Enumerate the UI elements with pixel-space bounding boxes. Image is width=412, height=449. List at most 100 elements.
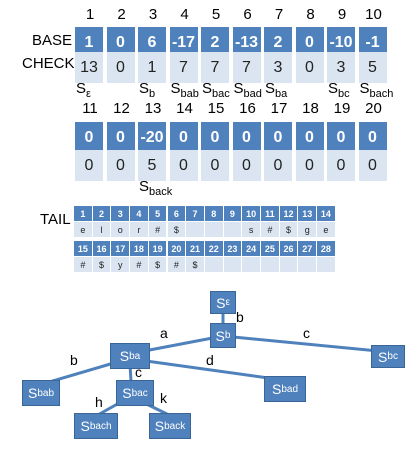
tail-index-cell: 25 — [261, 241, 280, 256]
edge-label-bac_bach: h — [95, 394, 103, 410]
check-cell: 5 — [358, 52, 389, 83]
check-cell: 0 — [295, 52, 326, 83]
tail-value-cell — [298, 257, 318, 272]
tail-value-cell: $ — [167, 222, 187, 237]
array-index: 16 — [239, 100, 256, 117]
array-index: 9 — [337, 6, 347, 23]
check-cell: 7 — [232, 52, 263, 83]
check-cell: 0 — [169, 150, 200, 181]
check-row-label: CHECK — [22, 55, 75, 72]
tail-value-cell — [261, 257, 280, 272]
tail-index-cell: 20 — [167, 241, 187, 256]
tail-index-cell: 6 — [167, 206, 187, 221]
tail-index-cell: 22 — [204, 241, 224, 256]
base-cell: 0 — [232, 122, 263, 153]
tail-value-cell — [204, 257, 224, 272]
edge-b-ba — [138, 334, 224, 354]
array-index: 14 — [176, 100, 193, 117]
array-index: 20 — [365, 100, 382, 117]
tail-index-cell: 2 — [92, 206, 112, 221]
check-cell: 0 — [264, 150, 294, 181]
edge-label-ba_bab: b — [70, 352, 78, 368]
array-index: 8 — [306, 6, 315, 23]
tail-value-cell: e — [317, 222, 336, 237]
array-index: 11 — [82, 100, 98, 117]
base-cell: 0 — [358, 122, 389, 153]
tail-value-cell: r — [130, 222, 149, 237]
tail-value-cell — [204, 222, 224, 237]
state-label: Sε — [76, 80, 91, 100]
edge-label-ba_bac: c — [135, 364, 142, 380]
array-index: 7 — [274, 6, 284, 23]
check-cell: 0 — [358, 150, 389, 181]
tail-value-cell: l — [92, 222, 112, 237]
array-index: 2 — [117, 6, 126, 23]
array-index: 6 — [243, 6, 252, 23]
tail-index-cell: 8 — [204, 206, 224, 221]
state-label: Sbc — [328, 80, 350, 100]
array-index: 10 — [365, 6, 382, 23]
state-label: Sb — [139, 80, 156, 100]
tail-index-cell: 1 — [74, 206, 93, 221]
tail-value-cell: $ — [148, 257, 168, 272]
tail-index-cell: 5 — [148, 206, 168, 221]
base-cell: 0 — [327, 122, 357, 153]
state-label: Sbab — [170, 80, 199, 100]
edge-label-root_b: b — [236, 309, 244, 325]
tail-index-cell: 7 — [186, 206, 205, 221]
check-cell: 0 — [232, 150, 263, 181]
state-label: Sbach — [359, 80, 394, 100]
tail-index-cell: 13 — [298, 206, 318, 221]
array-index: 19 — [333, 100, 351, 117]
tail-index-cell: 19 — [148, 241, 168, 256]
edge-label-bac_back: k — [160, 390, 167, 406]
base-cell: 0 — [106, 122, 137, 153]
tail-value-cell — [279, 257, 299, 272]
check-cell: 3 — [327, 52, 357, 83]
tail-index-cell: 16 — [92, 241, 112, 256]
tail-value-cell — [223, 222, 243, 237]
array-index: 18 — [302, 100, 319, 117]
array-index: 3 — [148, 6, 158, 23]
state-label: Sbad — [233, 80, 262, 100]
tail-value-cell: # — [167, 257, 187, 272]
check-cell: 0 — [327, 150, 357, 181]
tail-index-cell: 18 — [130, 241, 149, 256]
tail-index-cell: 14 — [317, 206, 336, 221]
base-cell: 0 — [295, 122, 326, 153]
state-label: Sba — [265, 80, 288, 100]
tail-index-cell: 27 — [298, 241, 318, 256]
tail-index-cell: 3 — [111, 206, 131, 221]
state-label: Sbac — [202, 80, 230, 100]
tail-value-cell: $ — [186, 257, 205, 272]
tail-index-cell: 23 — [223, 241, 243, 256]
base-cell: -20 — [138, 122, 168, 153]
check-cell: 13 — [75, 52, 105, 83]
tail-value-cell — [223, 257, 243, 272]
tail-index-cell: 24 — [242, 241, 261, 256]
tail-index-cell: 21 — [186, 241, 205, 256]
tail-value-cell: # — [130, 257, 149, 272]
state-label: Sback — [139, 178, 173, 198]
edge-b-bc — [222, 334, 389, 354]
tail-value-cell: # — [261, 222, 280, 237]
base-row-label: BASE — [32, 32, 73, 49]
tail-value-cell: o — [111, 222, 131, 237]
check-cell: 3 — [264, 52, 294, 83]
tail-value-cell: # — [148, 222, 168, 237]
check-cell: 1 — [138, 52, 168, 83]
tail-value-cell: e — [74, 222, 93, 237]
tail-value-cell: $ — [92, 257, 112, 272]
check-cell: 0 — [75, 150, 105, 181]
check-cell: 7 — [169, 52, 200, 83]
tail-value-cell — [317, 257, 336, 272]
